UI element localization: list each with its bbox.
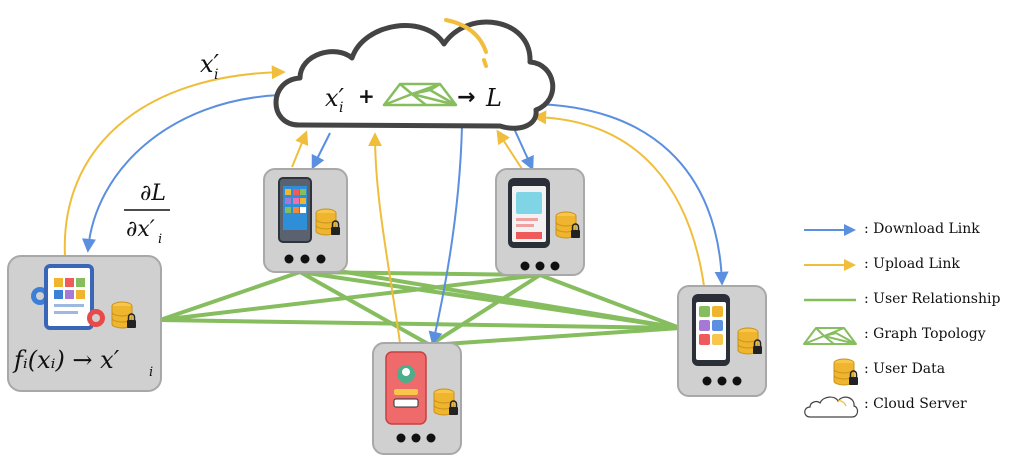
upload-embedding-sub: i xyxy=(214,67,218,83)
database-lock-icon xyxy=(555,211,581,239)
graph-topology-icon xyxy=(382,82,458,107)
yellow-arrow-icon xyxy=(804,259,856,271)
upload-link xyxy=(63,65,286,257)
upload-link xyxy=(291,130,309,168)
legend-relationship-label: : User Relationship xyxy=(864,291,1001,307)
user-relationship-edges xyxy=(158,270,682,347)
gradient-denominator-sub: i xyxy=(158,232,162,247)
upload-embedding-label: x′ xyxy=(200,50,220,78)
relationship-edge xyxy=(298,270,432,347)
relationship-edge xyxy=(343,270,682,330)
blue-arrow-icon xyxy=(804,224,856,236)
database-lock-icon xyxy=(833,358,859,386)
upload-link xyxy=(368,132,401,344)
legend: : Download Link : Upload Link : User Rel… xyxy=(800,218,1021,428)
download-link xyxy=(511,123,534,171)
more-dots-icon xyxy=(396,433,436,443)
red-gear-icon xyxy=(87,309,105,327)
database-lock-icon xyxy=(111,301,137,329)
legend-download-label: : Download Link xyxy=(864,221,980,237)
client-phone-2 xyxy=(495,168,585,276)
gradient-numerator: ∂L xyxy=(140,181,166,206)
client-left: fᵢ(xᵢ) → x′ i xyxy=(7,255,162,392)
client-phone-3 xyxy=(677,285,767,397)
database-lock-icon xyxy=(433,388,459,416)
gradient-denominator: ∂x′ xyxy=(126,217,155,242)
more-dots-icon xyxy=(520,261,560,271)
legend-upload-label: : Upload Link xyxy=(864,256,960,272)
local-function-sub: i xyxy=(149,365,153,380)
download-link xyxy=(529,103,729,286)
legend-data: : User Data xyxy=(800,358,1021,393)
cloud-arrow: → xyxy=(457,85,475,110)
cloud-embedding-sub: i xyxy=(339,100,343,116)
cloud-loss-label: L xyxy=(485,84,502,112)
legend-cloud-label: : Cloud Server xyxy=(864,396,967,412)
upload-link xyxy=(532,110,705,287)
client-phone-1 xyxy=(263,168,348,273)
download-link xyxy=(311,132,331,170)
relationship-edge xyxy=(428,326,682,347)
relationship-edge xyxy=(428,273,542,347)
graph-topology-icon xyxy=(803,327,857,345)
relationship-edge xyxy=(538,273,682,330)
cloud-embedding-label: x′ xyxy=(325,84,345,112)
legend-graph-label: : Graph Topology xyxy=(864,326,986,342)
more-dots-icon xyxy=(702,376,742,386)
cloud-icon xyxy=(273,19,556,131)
download-link xyxy=(82,94,281,253)
legend-upload: : Upload Link xyxy=(800,253,1021,288)
legend-cloud: : Cloud Server xyxy=(800,393,1021,428)
upload-link xyxy=(496,129,523,170)
legend-relationship: : User Relationship xyxy=(800,288,1021,323)
local-function-label: fᵢ(xᵢ) → x′ xyxy=(12,346,120,374)
database-lock-icon xyxy=(737,327,763,355)
database-lock-icon xyxy=(315,208,341,236)
relationship-edge xyxy=(158,318,682,330)
cloud-icon xyxy=(804,396,859,418)
download-link xyxy=(428,124,463,346)
legend-graph: : Graph Topology xyxy=(800,323,1021,358)
relationship-edge xyxy=(158,273,542,322)
legend-download: : Download Link xyxy=(800,218,1021,253)
cloud-highlight xyxy=(444,18,488,54)
more-dots-icon xyxy=(284,254,326,264)
legend-data-label: : User Data xyxy=(864,361,946,377)
cloud-plus: + xyxy=(358,84,375,108)
cloud-server: x′ i + → L xyxy=(273,18,556,131)
communication-links xyxy=(63,65,729,346)
client-phone-4 xyxy=(372,342,462,455)
green-line-icon xyxy=(804,298,856,302)
relationship-edge xyxy=(298,270,542,277)
smartphone-profile-icon xyxy=(385,351,427,425)
relationship-edge xyxy=(158,270,302,322)
